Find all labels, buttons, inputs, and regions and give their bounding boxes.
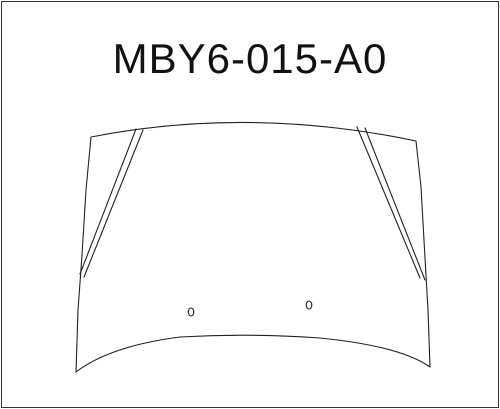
part-number-label: MBY6-015-A0 [112, 35, 388, 82]
left-crease-inner [83, 129, 144, 278]
washer-hole-left [187, 307, 195, 317]
left-crease-outer [79, 128, 137, 275]
right-crease-outer [356, 126, 421, 279]
washer-hole-right [305, 300, 313, 310]
hood-outline [75, 121, 431, 373]
right-crease-inner [364, 127, 426, 281]
